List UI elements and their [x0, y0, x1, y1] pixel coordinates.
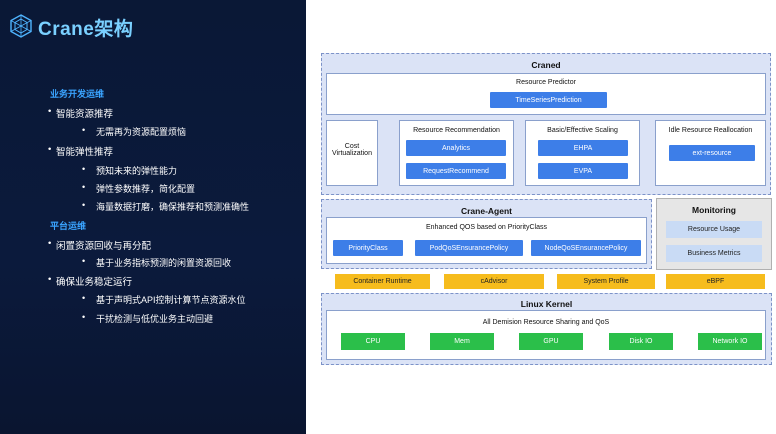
sub-bullet-item: 无需再为资源配置烦恼: [82, 125, 186, 138]
sub-bullet-item: 干扰检测与低优业务主动回避: [82, 312, 213, 325]
system-profile-box[interactable]: System Profile: [557, 274, 655, 289]
node-qos-policy-button[interactable]: NodeQoSEnsurancePolicy: [531, 240, 641, 256]
architecture-diagram: Craned Resource Predictor TimeSeriesPred…: [306, 0, 776, 434]
scaling-box: Basic/Effective Scaling EHPA EVPA: [525, 120, 640, 186]
container-runtime-box[interactable]: Container Runtime: [335, 274, 430, 289]
evpa-button[interactable]: EVPA: [538, 163, 628, 179]
sub-bullet-item: 基于声明式API控制计算节点资源水位: [82, 293, 245, 306]
slide-left-panel: Crane架构 业务开发运维 智能资源推荐 无需再为资源配置烦恼 智能弹性推荐 …: [0, 0, 306, 434]
section-heading: 业务开发运维: [50, 89, 105, 99]
ext-resource-button[interactable]: ext-resource: [669, 145, 755, 161]
business-metrics-item[interactable]: Business Metrics: [666, 245, 762, 262]
monitoring-title: Monitoring: [692, 205, 736, 215]
idle-reallocation-title: Idle Resource Reallocation: [668, 127, 753, 134]
mem-box[interactable]: Mem: [430, 333, 494, 350]
linux-kernel-title: Linux Kernel: [520, 299, 573, 309]
resource-predictor-title: Resource Predictor: [516, 79, 576, 86]
gpu-box[interactable]: GPU: [519, 333, 583, 350]
disk-io-box[interactable]: Disk IO: [609, 333, 673, 350]
resource-usage-item[interactable]: Resource Usage: [666, 221, 762, 238]
monitoring-box: Monitoring Resource Usage Business Metri…: [656, 198, 772, 270]
cpu-box[interactable]: CPU: [341, 333, 405, 350]
sub-bullet-item: 基于业务指标预测的闲置资源回收: [82, 256, 231, 269]
timeseries-prediction-button[interactable]: TimeSeriesPrediction: [490, 92, 607, 108]
scaling-title: Basic/Effective Scaling: [547, 127, 618, 134]
crane-logo-icon: [10, 14, 32, 38]
cadvisor-box[interactable]: cAdvisor: [444, 274, 544, 289]
cost-virtualization-label: Cost Virtualization: [332, 143, 372, 157]
resource-predictor-box: Resource Predictor TimeSeriesPrediction: [326, 73, 766, 115]
slide-title: Crane架构: [38, 19, 134, 40]
cost-virtualization-box: Cost Virtualization: [326, 120, 378, 186]
sub-bullet-item: 预知未来的弹性能力: [82, 164, 177, 177]
enhanced-qos-title: Enhanced QOS based on PriorityClass: [425, 224, 547, 231]
crane-agent-title: Crane-Agent: [460, 206, 512, 216]
bullet-item: 智能弹性推荐: [48, 144, 113, 158]
ehpa-button[interactable]: EHPA: [538, 140, 628, 156]
resource-sharing-box: All Demision Resource Sharing and QoS CP…: [326, 310, 766, 360]
sub-bullet-item: 海量数据打磨，确保推荐和预测准确性: [82, 200, 249, 213]
bullet-item: 闲置资源回收与再分配: [48, 238, 151, 252]
bullet-item: 确保业务稳定运行: [48, 274, 132, 288]
resource-recommendation-title: Resource Recommendation: [413, 127, 500, 134]
pod-qos-policy-button[interactable]: PodQoSEnsurancePolicy: [415, 240, 523, 256]
resource-recommendation-box: Resource Recommendation Analytics Reques…: [399, 120, 514, 186]
enhanced-qos-box: Enhanced QOS based on PriorityClass Prio…: [326, 217, 647, 264]
request-recommend-button[interactable]: RequestRecommend: [406, 163, 506, 179]
craned-title: Craned: [531, 60, 561, 70]
sub-bullet-item: 弹性参数推荐，简化配置: [82, 182, 195, 195]
analytics-button[interactable]: Analytics: [406, 140, 506, 156]
bullet-item: 智能资源推荐: [48, 106, 113, 120]
ebpf-box[interactable]: eBPF: [666, 274, 765, 289]
network-io-box[interactable]: Network IO: [698, 333, 762, 350]
idle-reallocation-box: Idle Resource Reallocation ext-resource: [655, 120, 766, 186]
section-heading: 平台运维: [50, 221, 87, 231]
resource-sharing-title: All Demision Resource Sharing and QoS: [482, 319, 610, 326]
priorityclass-button[interactable]: PriorityClass: [333, 240, 403, 256]
